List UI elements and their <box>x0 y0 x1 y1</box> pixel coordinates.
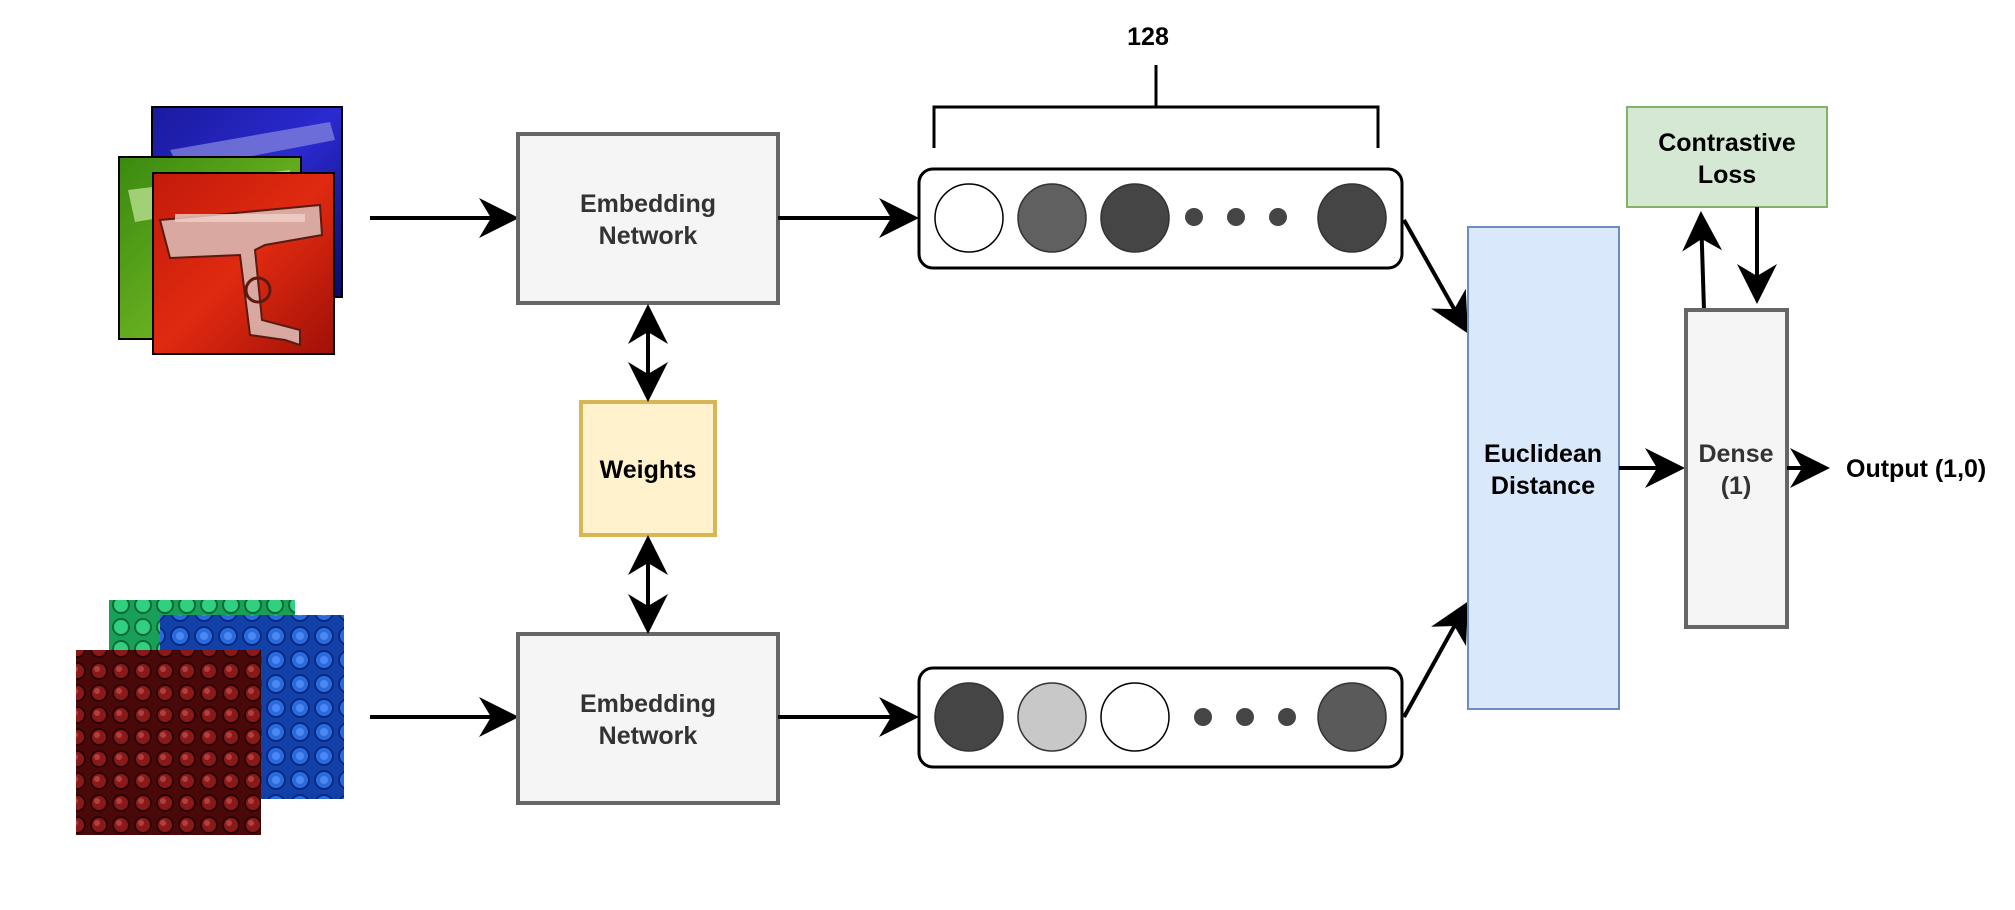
dimension-bracket: 128 <box>932 23 1380 148</box>
bottom-vector-unit-2 <box>1017 682 1087 752</box>
gun-icon <box>158 203 324 347</box>
bottom-vector-ellipsis-dot-1 <box>1194 708 1212 726</box>
bottom-vector-ellipsis-dot-3 <box>1278 708 1296 726</box>
top-vector-ellipsis-dot-3 <box>1269 208 1287 226</box>
dense-label-line2: (1) <box>1721 472 1752 500</box>
euclidean-label-line1: Euclidean <box>1484 440 1602 468</box>
output-label: Output (1,0) <box>1846 455 1986 483</box>
arrow-dense-to-contrastive <box>1682 211 1723 311</box>
bottom-input-image-stack <box>76 600 344 835</box>
arrow-bottom-vector-to-euclidean <box>1402 601 1468 718</box>
bottom-embedding-label-line1: Embedding <box>580 690 716 718</box>
top-input-image-stack <box>118 106 343 355</box>
euclidean-distance-box: Euclidean Distance <box>1467 226 1620 710</box>
top-vector-ellipsis-dot-2 <box>1227 208 1245 226</box>
top-vector-ellipsis-dot-1 <box>1185 208 1203 226</box>
top-embedding-label-line2: Network <box>599 222 698 250</box>
bottom-embedding-vector <box>917 666 1404 769</box>
top-vector-unit-1 <box>934 183 1004 253</box>
top-vector-unit-last <box>1317 183 1387 253</box>
bottom-embedding-network: Embedding Network <box>516 632 780 805</box>
pills-image-red-channel <box>76 650 261 835</box>
top-embedding-label-line1: Embedding <box>580 190 716 218</box>
contrastive-loss-box: Contrastive Loss <box>1626 106 1828 208</box>
shared-weights-box: Weights <box>579 400 717 537</box>
top-embedding-network: Embedding Network <box>516 132 780 305</box>
top-vector-unit-3 <box>1100 183 1170 253</box>
top-embedding-vector <box>917 167 1404 270</box>
contrastive-label-line1: Contrastive <box>1658 129 1796 157</box>
dense-layer-box: Dense (1) <box>1684 308 1789 629</box>
euclidean-label-line2: Distance <box>1491 472 1595 500</box>
arrow-top-vector-to-euclidean <box>1402 219 1468 334</box>
dimension-label: 128 <box>1127 23 1169 51</box>
bottom-vector-ellipsis-dot-2 <box>1236 708 1254 726</box>
contrastive-label-line2: Loss <box>1698 161 1756 189</box>
bottom-vector-unit-3 <box>1100 682 1170 752</box>
dense-label-line1: Dense <box>1698 440 1773 468</box>
top-vector-unit-2 <box>1017 183 1087 253</box>
bottom-embedding-label-line2: Network <box>599 722 698 750</box>
bottom-vector-unit-last <box>1317 682 1387 752</box>
weights-label: Weights <box>600 456 697 484</box>
bottom-vector-unit-1 <box>934 682 1004 752</box>
